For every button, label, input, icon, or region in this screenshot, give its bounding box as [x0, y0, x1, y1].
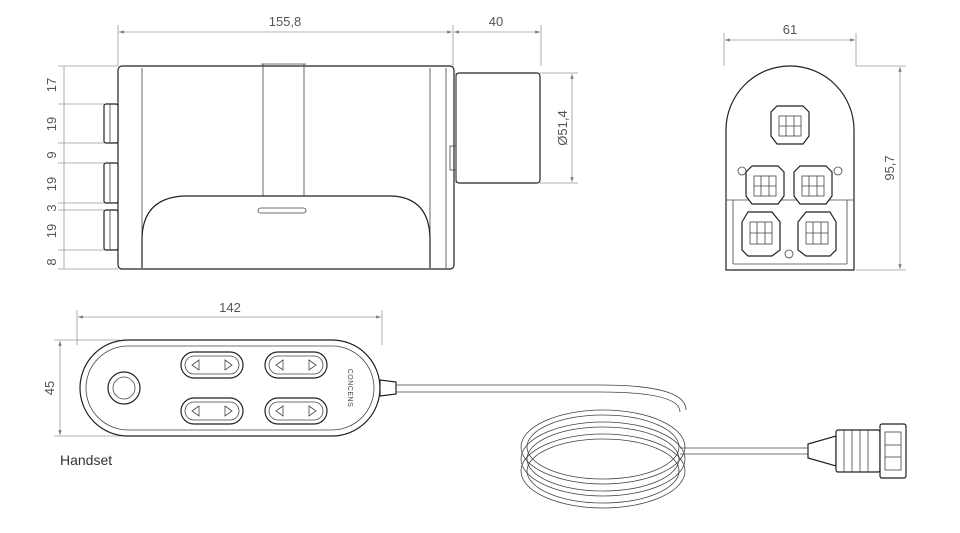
port-1: [103, 103, 119, 144]
port-1-top-label: 17: [44, 78, 59, 92]
handset-caption: Handset: [60, 452, 112, 468]
handset-length-label: 142: [219, 300, 241, 315]
connector-socket: [770, 105, 810, 145]
cover-slot: [257, 207, 307, 214]
connector-socket: [797, 211, 837, 257]
side-height-label: 95,7: [882, 155, 897, 180]
control-box-side-view: 61: [723, 22, 906, 271]
handset-arrow-button: [180, 397, 244, 425]
connector-socket: [741, 211, 781, 257]
handset-round-button: [107, 371, 141, 405]
handset-arrow-button: [264, 397, 328, 425]
housing-outline: [117, 65, 455, 270]
gap-2-label: 3: [44, 204, 59, 211]
connector-socket: [745, 165, 785, 205]
motor-diameter-label: Ø51,4: [555, 110, 570, 145]
port-1-height-label: 19: [44, 117, 59, 131]
screw: [784, 249, 794, 259]
handset-drawing: 142 45: [42, 300, 907, 509]
cable-plug: [807, 423, 907, 479]
cable-strain-relief: [379, 379, 397, 397]
port-3-bottom-label: 8: [44, 258, 59, 265]
handset-arrow-button: [180, 351, 244, 379]
motor-outline: [455, 72, 541, 184]
body-length-label: 155,8: [269, 14, 302, 29]
port-2: [103, 162, 119, 204]
gap-1-label: 9: [44, 151, 59, 158]
side-width-label: 61: [783, 22, 797, 37]
port-2-height-label: 19: [44, 177, 59, 191]
handset-cable: [396, 384, 808, 509]
lower-cover-outline: [141, 195, 431, 268]
motor-length-label: 40: [489, 14, 503, 29]
handset-brand-logo: CONCENS: [346, 369, 353, 408]
handset-arrow-button: [264, 351, 328, 379]
screw: [737, 166, 747, 176]
handset-height-label: 45: [42, 381, 57, 395]
screw: [833, 166, 843, 176]
control-box-front-view: 155,8 40: [44, 14, 578, 270]
port-3-height-label: 19: [44, 224, 59, 238]
connector-socket: [793, 165, 833, 205]
port-3: [103, 209, 119, 251]
